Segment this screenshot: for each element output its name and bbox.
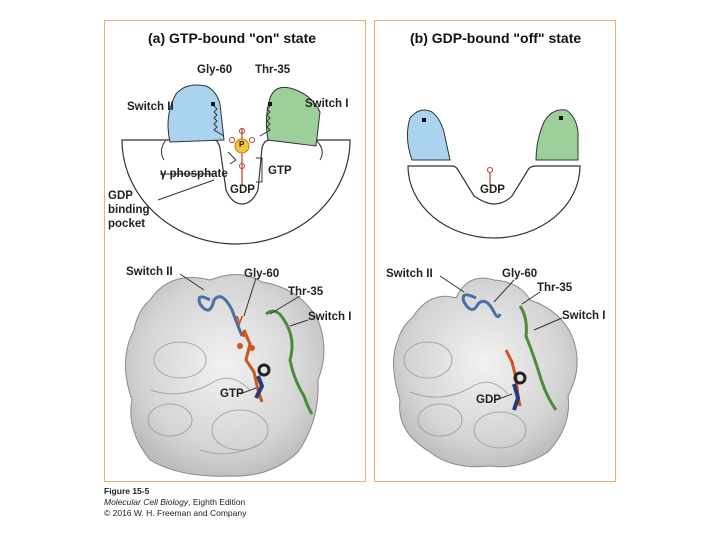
gtp-structure-label: GTP bbox=[220, 388, 244, 400]
copyright-line: © 2016 W. H. Freeman and Company bbox=[104, 508, 247, 518]
gdp-pocket-label-line2: binding bbox=[108, 204, 150, 216]
thr35-label-a: Thr-35 bbox=[255, 64, 291, 76]
book-edition: , Eighth Edition bbox=[188, 497, 246, 507]
surface-b bbox=[393, 277, 578, 468]
book-title: Molecular Cell Biology bbox=[104, 497, 189, 507]
panel-b-schematic bbox=[406, 109, 581, 239]
gdp-label-a: GDP bbox=[230, 184, 255, 196]
panel-b-frame bbox=[374, 20, 616, 482]
panel-a-structure bbox=[124, 273, 325, 477]
panel-a-frame bbox=[104, 20, 366, 482]
phosphate-p-label: P bbox=[239, 140, 245, 149]
switch-i-shape-b bbox=[535, 109, 579, 161]
gdp-pocket-label-line1: GDP bbox=[108, 190, 133, 202]
gdp-structure-label: GDP bbox=[476, 394, 501, 406]
book-line: Molecular Cell Biology, Eighth Edition bbox=[104, 497, 246, 508]
gdp-label-b: GDP bbox=[480, 184, 505, 196]
gly60-structure-label-a: Gly-60 bbox=[244, 268, 280, 280]
switch2-structure-label-a: Switch II bbox=[126, 266, 173, 278]
panel-a-schematic bbox=[121, 84, 351, 245]
switch1-structure-label-a: Switch I bbox=[308, 311, 352, 323]
gamma-structure-label: γ bbox=[236, 311, 244, 326]
gly60-structure-label-b: Gly-60 bbox=[502, 268, 538, 280]
panel-b-structure bbox=[393, 275, 578, 468]
protein-body-b bbox=[407, 165, 581, 239]
surface-a bbox=[124, 274, 325, 477]
gly60-label-a: Gly-60 bbox=[197, 64, 233, 76]
switch1-label-a: Switch I bbox=[305, 98, 349, 110]
switch1-structure-label-b: Switch I bbox=[562, 310, 606, 322]
figure-caption: Figure 15-5 Molecular Cell Biology, Eigh… bbox=[104, 486, 246, 519]
thr35-structure-label-b: Thr-35 bbox=[537, 282, 573, 294]
switch2-structure-label-b: Switch II bbox=[386, 268, 433, 280]
switch-i-shape-a bbox=[265, 86, 321, 147]
gdp-pocket-label-line3: pocket bbox=[108, 218, 146, 230]
thr35-structure-label-a: Thr-35 bbox=[288, 286, 324, 298]
panel-a-title: (a) GTP-bound "on" state bbox=[148, 30, 317, 46]
gamma-phosphate-label: γ phosphate bbox=[160, 168, 228, 180]
switch-ii-shape-a bbox=[167, 84, 225, 143]
figure-number: Figure 15-5 bbox=[104, 486, 150, 496]
switch2-label-a: Switch II bbox=[127, 101, 174, 113]
switch-ii-shape-b bbox=[406, 109, 451, 161]
panel-b-title: (b) GDP-bound "off" state bbox=[410, 30, 582, 46]
gtp-label-a: GTP bbox=[268, 165, 292, 177]
